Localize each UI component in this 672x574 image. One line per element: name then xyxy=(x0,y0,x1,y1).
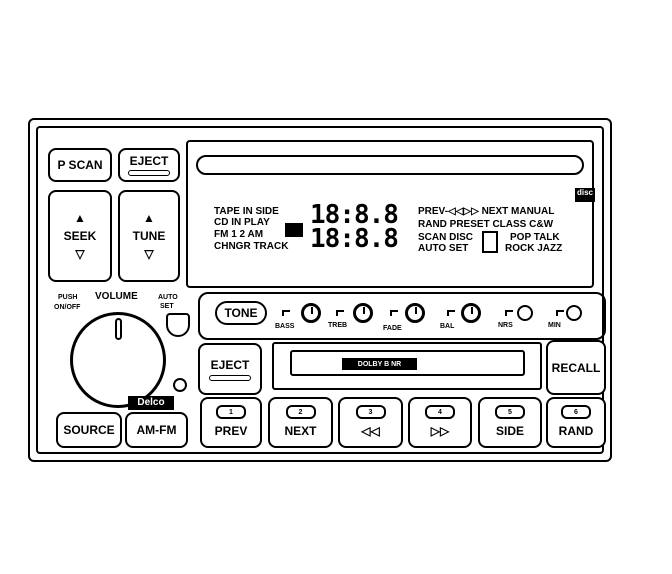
eject-tape-button[interactable]: EJECT xyxy=(198,343,262,395)
radio-faceplate xyxy=(28,118,612,462)
set-label: SET xyxy=(160,303,174,310)
preset-button-4[interactable]: 4 ▷▷ xyxy=(408,397,472,448)
preset-label: SIDE xyxy=(495,424,524,438)
seek-label: SEEK xyxy=(63,229,97,243)
delco-logo: Delco xyxy=(128,396,174,410)
indicator-light xyxy=(173,378,187,392)
nrs-indicator[interactable] xyxy=(517,305,533,321)
display-chngr-track: CHNGR TRACK xyxy=(214,241,289,252)
preset-number: 1 xyxy=(216,405,246,419)
preset-number: 3 xyxy=(355,405,386,419)
preset-number: 6 xyxy=(561,405,591,419)
disc-number-icon xyxy=(482,231,498,253)
tape-icon xyxy=(285,223,303,237)
push-label: PUSH xyxy=(58,294,78,301)
display-pop-talk: POP TALK xyxy=(510,232,560,243)
cd-slot[interactable] xyxy=(196,155,584,175)
tune-label: TUNE xyxy=(132,229,166,243)
display-scan-disc: SCAN DISC xyxy=(418,232,474,243)
up-arrow-icon: ▲ xyxy=(74,211,86,225)
tone-panel xyxy=(198,292,606,340)
tone-button[interactable]: TONE xyxy=(215,301,267,325)
eject-bar-icon xyxy=(128,170,170,176)
auto-set-button[interactable] xyxy=(166,313,190,337)
pscan-button[interactable]: P SCAN xyxy=(48,148,112,182)
fast-forward-icon: ▷▷ xyxy=(430,424,450,438)
down-arrow-icon: ▽ xyxy=(144,247,154,261)
display-rock-jazz: ROCK JAZZ xyxy=(505,243,563,254)
bass-label: BASS xyxy=(275,323,295,330)
indicator-icon xyxy=(505,310,513,316)
display-fm-am: FM 1 2 AM xyxy=(214,229,264,240)
indicator-icon xyxy=(282,310,290,316)
display-cd-in-play: CD IN PLAY xyxy=(214,217,270,228)
display-panel xyxy=(186,140,594,288)
display-prev: PREV-◁◁▷▷ NEXT MANUAL xyxy=(418,206,555,217)
auto-label: AUTO xyxy=(158,294,178,301)
display-auto-set: AUTO SET xyxy=(418,243,469,254)
indicator-icon xyxy=(336,310,344,316)
eject-label: EJECT xyxy=(129,154,169,168)
treb-label: TREB xyxy=(328,322,348,329)
am-fm-button[interactable]: AM-FM xyxy=(125,412,188,448)
min-label: MIN xyxy=(548,322,561,329)
bal-label: BAL xyxy=(440,323,455,330)
dolby-label: DOLBY B NR xyxy=(342,358,417,370)
cassette-door[interactable] xyxy=(272,342,542,390)
eject-bar-icon xyxy=(209,374,251,381)
min-indicator[interactable] xyxy=(566,305,582,321)
volume-knob[interactable] xyxy=(70,312,166,408)
radio-inner-frame xyxy=(36,126,604,454)
recall-button[interactable]: RECALL xyxy=(546,340,606,395)
volume-label: VOLUME xyxy=(95,291,138,302)
indicator-icon xyxy=(390,310,398,316)
eject-cd-button[interactable]: EJECT xyxy=(118,148,180,182)
down-arrow-icon: ▽ xyxy=(75,247,85,261)
indicator-icon xyxy=(447,310,455,316)
preset-label: RAND xyxy=(558,424,594,438)
digits-top: 18:8.8 xyxy=(310,200,399,230)
display-rand-preset: RAND PRESET CLASS C&W xyxy=(418,219,554,230)
tune-button[interactable]: ▲ TUNE ▽ xyxy=(118,190,180,282)
seek-button[interactable]: ▲ SEEK ▽ xyxy=(48,190,112,282)
indicator-icon xyxy=(556,310,564,316)
up-arrow-icon: ▲ xyxy=(143,211,155,225)
knob-pointer-icon xyxy=(115,318,122,340)
preset-number: 4 xyxy=(425,405,455,419)
source-button[interactable]: SOURCE xyxy=(56,412,122,448)
onoff-label: ON/OFF xyxy=(54,304,81,311)
eject-tape-label: EJECT xyxy=(210,357,250,372)
fade-label: FADE xyxy=(383,325,402,332)
balance-knob[interactable] xyxy=(461,303,481,323)
bass-knob[interactable] xyxy=(301,303,321,323)
cassette-slot xyxy=(290,350,525,376)
nrs-label: NRS xyxy=(498,322,513,329)
disc-logo: disc xyxy=(575,188,595,202)
rewind-icon: ◁◁ xyxy=(361,424,380,438)
preset-button-3[interactable]: 3 ◁◁ xyxy=(338,397,403,448)
preset-label: PREV xyxy=(214,424,248,438)
display-tape-in-side: TAPE IN SIDE xyxy=(214,206,279,217)
rewind-ff-icon: -◁◁▷▷ xyxy=(444,206,482,217)
preset-number: 2 xyxy=(285,405,316,419)
preset-number: 5 xyxy=(495,405,525,419)
preset-label: NEXT xyxy=(284,424,317,438)
fade-knob[interactable] xyxy=(405,303,425,323)
treble-knob[interactable] xyxy=(353,303,373,323)
digits-bottom: 18:8.8 xyxy=(310,224,399,254)
